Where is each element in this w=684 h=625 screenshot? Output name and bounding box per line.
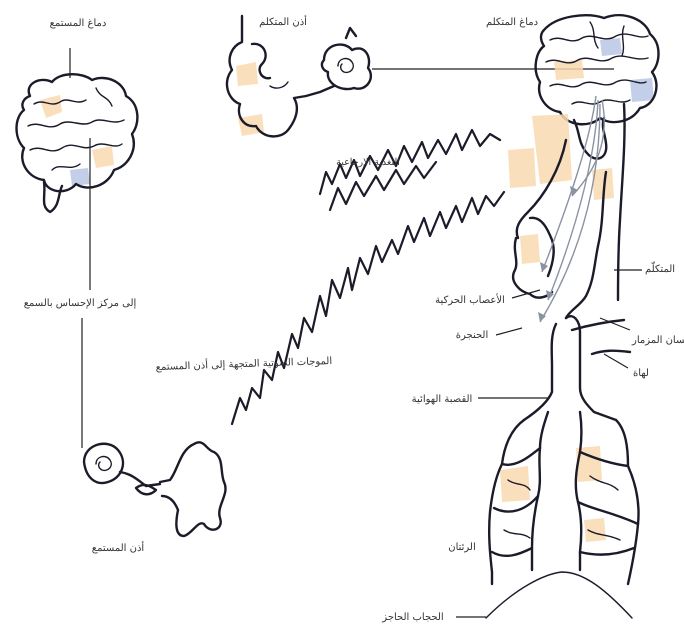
larynx-leader (496, 328, 522, 335)
trachea-label: القصبة الهوائية (412, 394, 473, 405)
small-label: لهاة (633, 368, 649, 379)
lungs-label: الرئتان (448, 542, 476, 553)
diaphragm-label: الحجاب الحاجز (381, 612, 443, 623)
speaker-brain-label: دماغ المتكلم (486, 17, 538, 28)
speaker-ear (227, 16, 371, 136)
lungs (489, 412, 638, 584)
tongue-label: لسان المزمار (631, 335, 684, 346)
sound-waves-label: الموجات الصوتية المتجهة إلى أذن المستمع (155, 354, 332, 373)
speaker-head-neck (508, 104, 625, 318)
speaker-ear-label: أذن المتكلم (259, 15, 307, 28)
larynx-label: الحنجرة (456, 330, 489, 341)
small-leader (604, 354, 628, 368)
diaphragm-curve (486, 572, 632, 618)
feedback-wave-lower (330, 162, 436, 210)
feedback-label: التغذية الإرجاعية (336, 157, 400, 168)
listener-brain-label: دماغ المستمع (50, 18, 107, 29)
hearing-center-label: إلى مركز الإحساس بالسمع (24, 298, 137, 309)
trachea (524, 316, 630, 420)
speaker-label: المتكلّم (645, 261, 675, 275)
sound-wave-to-listener (232, 192, 504, 424)
nerve-arrowhead (540, 262, 548, 272)
tongue-leader (600, 318, 630, 330)
listener-brain (17, 74, 138, 212)
listener-ear (84, 442, 226, 536)
motor-nerves-label: الأعصاب الحركية (435, 294, 505, 306)
listener-ear-label: أذن المستمع (92, 541, 145, 554)
